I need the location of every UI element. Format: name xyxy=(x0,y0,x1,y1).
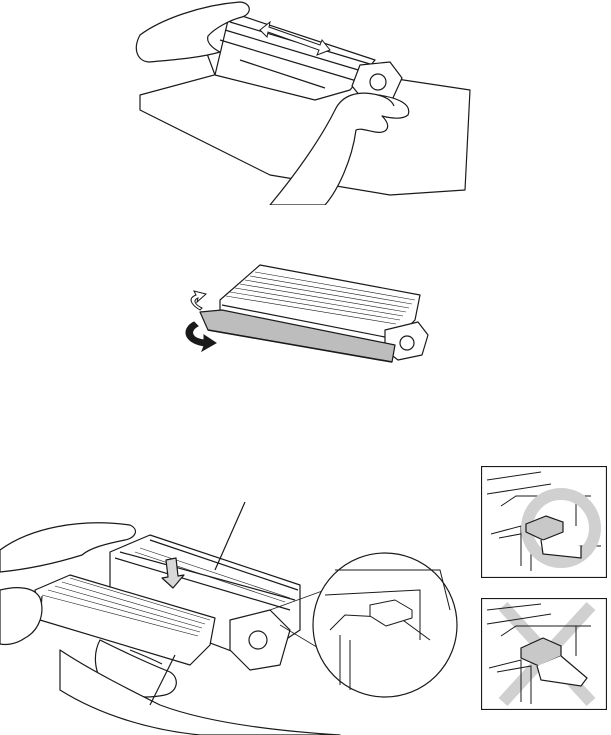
remove-protective-cover-illustration xyxy=(160,250,460,390)
shake-toner-cartridge-illustration xyxy=(120,0,480,205)
insert-toner-into-drum-illustration xyxy=(0,440,460,735)
incorrect-position-panel xyxy=(481,598,607,710)
open-arrow-outline xyxy=(191,291,206,310)
drum-leader-line xyxy=(215,502,245,570)
correct-position-panel xyxy=(481,466,607,578)
lower-left-hand xyxy=(0,588,42,645)
